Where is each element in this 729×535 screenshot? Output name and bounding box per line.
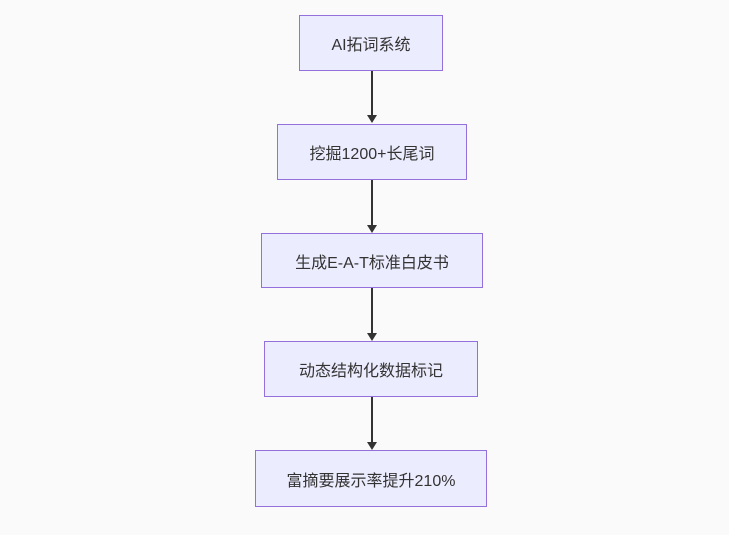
flow-node-label: AI拓词系统 <box>331 37 411 54</box>
flow-node-label: 挖掘1200+长尾词 <box>309 146 435 163</box>
arrow-down-icon <box>366 333 377 341</box>
flow-node-eat-whitepaper: 生成E-A-T标准白皮书 <box>261 233 483 288</box>
arrow-down-icon <box>366 442 377 450</box>
flow-node-longtail-mining: 挖掘1200+长尾词 <box>277 124 467 180</box>
flow-node-structured-data: 动态结构化数据标记 <box>264 341 478 397</box>
flow-node-label: 富摘要展示率提升210% <box>286 472 456 490</box>
edge-line <box>370 71 373 115</box>
flow-edge-d-e <box>366 397 377 450</box>
flow-node-ai-keyword-system: AI拓词系统 <box>299 15 443 71</box>
arrow-down-icon <box>366 115 377 123</box>
flow-edge-a-b <box>366 71 377 123</box>
flow-edge-b-c <box>366 180 377 233</box>
edge-line <box>370 288 373 333</box>
edge-line <box>370 397 373 442</box>
flow-node-rich-snippet-result: 富摘要展示率提升210% <box>255 450 487 507</box>
flow-node-label: 动态结构化数据标记 <box>298 363 443 380</box>
flow-edge-c-d <box>366 288 377 341</box>
arrow-down-icon <box>366 225 377 233</box>
flow-node-label: 生成E-A-T标准白皮书 <box>295 254 449 272</box>
edge-line <box>370 180 373 225</box>
